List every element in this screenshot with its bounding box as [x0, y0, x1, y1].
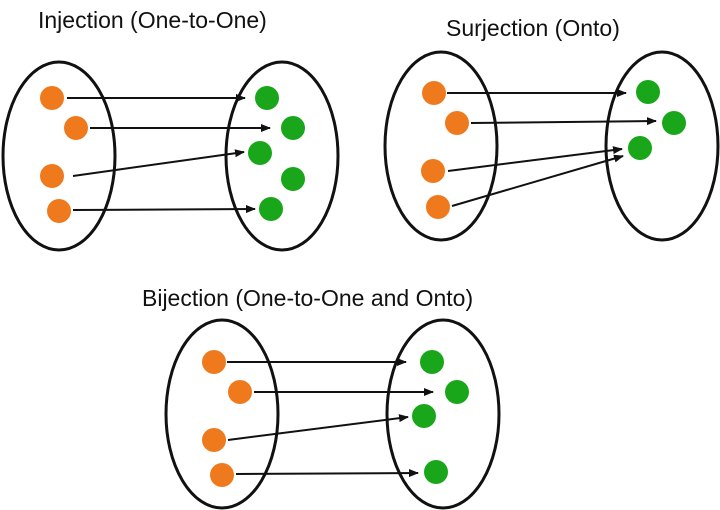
- injection-domain-dot: [64, 116, 88, 140]
- surjection-codomain-dot: [628, 136, 652, 160]
- bijection-codomain-dot: [420, 350, 444, 374]
- surjection-codomain-dot: [662, 111, 686, 135]
- surjection-title: Surjection (Onto): [446, 15, 620, 41]
- bijection-codomain-dot: [412, 404, 436, 428]
- bijection-title: Bijection (One-to-One and Onto): [142, 285, 474, 311]
- bijection-domain-dot: [228, 380, 252, 404]
- injection-domain-dot: [40, 164, 64, 188]
- surjection-diagram: [383, 50, 720, 242]
- surjection-domain-set: [383, 50, 499, 242]
- injection-title: Injection (One-to-One): [38, 7, 267, 33]
- bijection-domain-dot: [210, 463, 234, 487]
- surjection-arrow-2: [470, 117, 657, 126]
- injection-arrow-3: [72, 149, 245, 177]
- injection-arrow-4: [72, 205, 256, 214]
- surjection-domain-dot: [422, 81, 446, 105]
- bijection-codomain-set: [385, 318, 501, 510]
- bijection-domain-set: [164, 318, 280, 510]
- injection-codomain-set: [224, 60, 340, 252]
- injection-codomain-dot: [248, 141, 272, 165]
- bijection-arrow-3: [227, 414, 409, 441]
- injection-domain-set: [1, 60, 117, 252]
- surjection-domain-dot: [421, 159, 445, 183]
- bijection-arrow-4: [235, 469, 419, 478]
- injection-domain-dot: [47, 199, 71, 223]
- surjection-arrow-4: [451, 154, 624, 207]
- surjection-domain-dot: [445, 111, 469, 135]
- bijection-codomain-dot: [445, 380, 469, 404]
- bijection-domain-dot: [202, 350, 226, 374]
- injection-diagram: [1, 60, 340, 252]
- surjection-codomain-dot: [636, 80, 660, 104]
- injection-codomain-dot: [255, 86, 279, 110]
- injection-codomain-dot: [281, 116, 305, 140]
- injection-codomain-dot: [281, 167, 305, 191]
- injection-domain-dot: [40, 86, 64, 110]
- bijection-codomain-dot: [424, 460, 448, 484]
- bijection-diagram: [164, 318, 501, 510]
- injection-codomain-dot: [259, 197, 283, 221]
- surjection-codomain-set: [604, 50, 720, 242]
- bijection-domain-dot: [202, 428, 226, 452]
- surjection-arrow-3: [447, 146, 623, 172]
- surjection-domain-dot: [426, 195, 450, 219]
